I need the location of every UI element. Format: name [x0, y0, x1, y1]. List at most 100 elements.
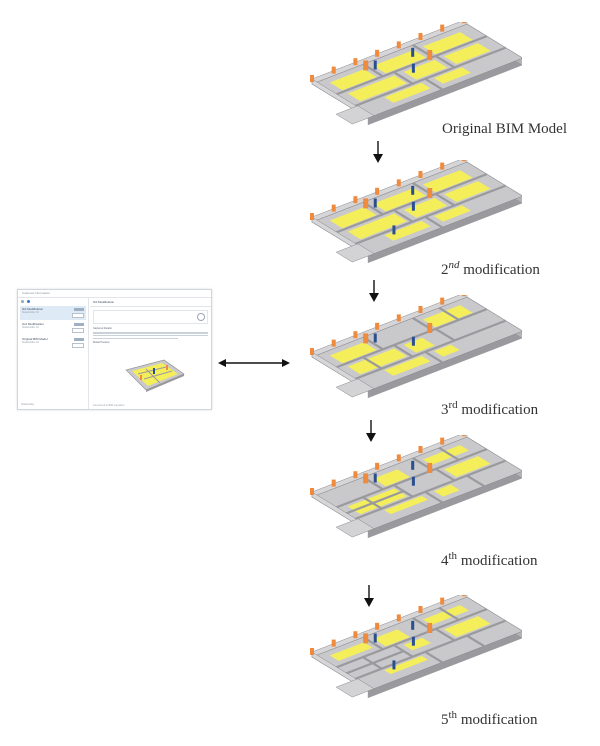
interior-wall [393, 209, 414, 223]
caption-ordinal: rd [448, 399, 458, 411]
interior-wall [424, 77, 443, 91]
column [331, 66, 336, 74]
user-icon[interactable] [27, 300, 30, 303]
interior-wall [435, 467, 456, 482]
status-badge [74, 338, 84, 341]
column [310, 648, 314, 655]
column [396, 614, 401, 622]
room-floor [443, 181, 491, 202]
caption-ordinal: th [448, 550, 458, 562]
column [363, 473, 369, 484]
sidebar-toolbar [18, 298, 88, 305]
interior-wall [331, 608, 488, 671]
back-icon[interactable] [21, 300, 24, 303]
door [373, 333, 377, 343]
caption-modification-3: 3rd modification [441, 399, 538, 419]
caption-number: 3 [441, 402, 449, 418]
column [363, 333, 369, 344]
slab-edge [367, 631, 522, 699]
column [461, 22, 466, 24]
door [373, 633, 377, 643]
interior-wall [438, 446, 460, 461]
caption-number: 5 [441, 712, 449, 728]
room-floor [434, 67, 471, 84]
column [427, 188, 433, 198]
interior-wall [435, 192, 456, 207]
room-floor [403, 337, 435, 353]
room-floor [443, 616, 491, 637]
column [440, 297, 445, 305]
interior-wall [341, 490, 405, 517]
window-title: Captured information [18, 290, 211, 298]
interior-wall [424, 215, 443, 229]
caption-original: Original BIM Model [442, 121, 567, 137]
sidebar-item-2nd-modification[interactable]: 2nd Modification Stakeholder 01 [20, 321, 86, 335]
action-button[interactable] [72, 343, 84, 348]
interior-wall [438, 606, 460, 621]
column [418, 446, 423, 453]
room-floor [384, 220, 431, 241]
title-field[interactable] [93, 310, 208, 324]
door [411, 336, 415, 346]
column [375, 187, 380, 195]
door [411, 63, 415, 73]
door [373, 473, 377, 483]
room-floor [443, 456, 491, 477]
action-button[interactable] [72, 313, 84, 318]
column [353, 471, 358, 479]
room-floor [422, 445, 469, 465]
action-button[interactable] [72, 328, 84, 333]
interior-wall [350, 459, 507, 522]
interior-wall [435, 627, 456, 642]
room-floor [443, 43, 491, 64]
column [363, 633, 369, 644]
room-floor [422, 305, 473, 328]
column [427, 623, 433, 633]
status-badge [74, 323, 84, 326]
caption-ordinal: th [448, 709, 458, 721]
column [331, 204, 336, 212]
down-arrow-2 [368, 280, 380, 302]
column [418, 306, 423, 313]
column [375, 322, 380, 330]
slab-edge [367, 196, 522, 264]
double-arrow [218, 354, 290, 367]
sidebar-item-original-model[interactable]: Original BIM Model Stakeholder 01 [20, 336, 86, 350]
room-floor [422, 32, 473, 55]
column [363, 198, 369, 209]
interior-wall [341, 650, 405, 677]
column [440, 437, 445, 445]
caption-number: 4 [441, 553, 449, 569]
sidebar-item-subtitle: Stakeholder 01 [22, 311, 39, 314]
annex-block [335, 678, 375, 698]
interior-wall [350, 319, 507, 382]
caption-word: modification [460, 712, 538, 728]
description-line [93, 334, 208, 337]
sidebar-item-title: 3rd Modification [22, 307, 44, 311]
room-floor [384, 655, 428, 675]
column [353, 196, 358, 204]
bim-model-svg [310, 435, 522, 539]
room-floor [403, 637, 432, 651]
model-modification-5 [282, 595, 522, 715]
sidebar-item-3rd-modification[interactable]: 3rd Modification Stakeholder 01 [20, 306, 86, 320]
column [331, 479, 336, 487]
interior-wall [435, 54, 456, 69]
column [396, 41, 401, 49]
column [440, 597, 445, 605]
interior-wall [424, 350, 443, 364]
door [411, 620, 415, 630]
interior-wall [393, 71, 414, 85]
interior-wall [350, 619, 507, 682]
door [411, 460, 415, 470]
sidebar-item-subtitle: Stakeholder 01 [22, 326, 39, 329]
close-icon[interactable] [197, 313, 205, 321]
room-floor [434, 344, 460, 357]
model-modification-2 [282, 160, 522, 280]
column [353, 631, 358, 639]
model-preview-label: Model Preview [93, 341, 110, 345]
room-floor [329, 69, 377, 91]
column [440, 162, 445, 170]
sidebar-item-subtitle: Stakeholder 01 [22, 341, 39, 344]
caption-number: 2 [441, 262, 449, 278]
